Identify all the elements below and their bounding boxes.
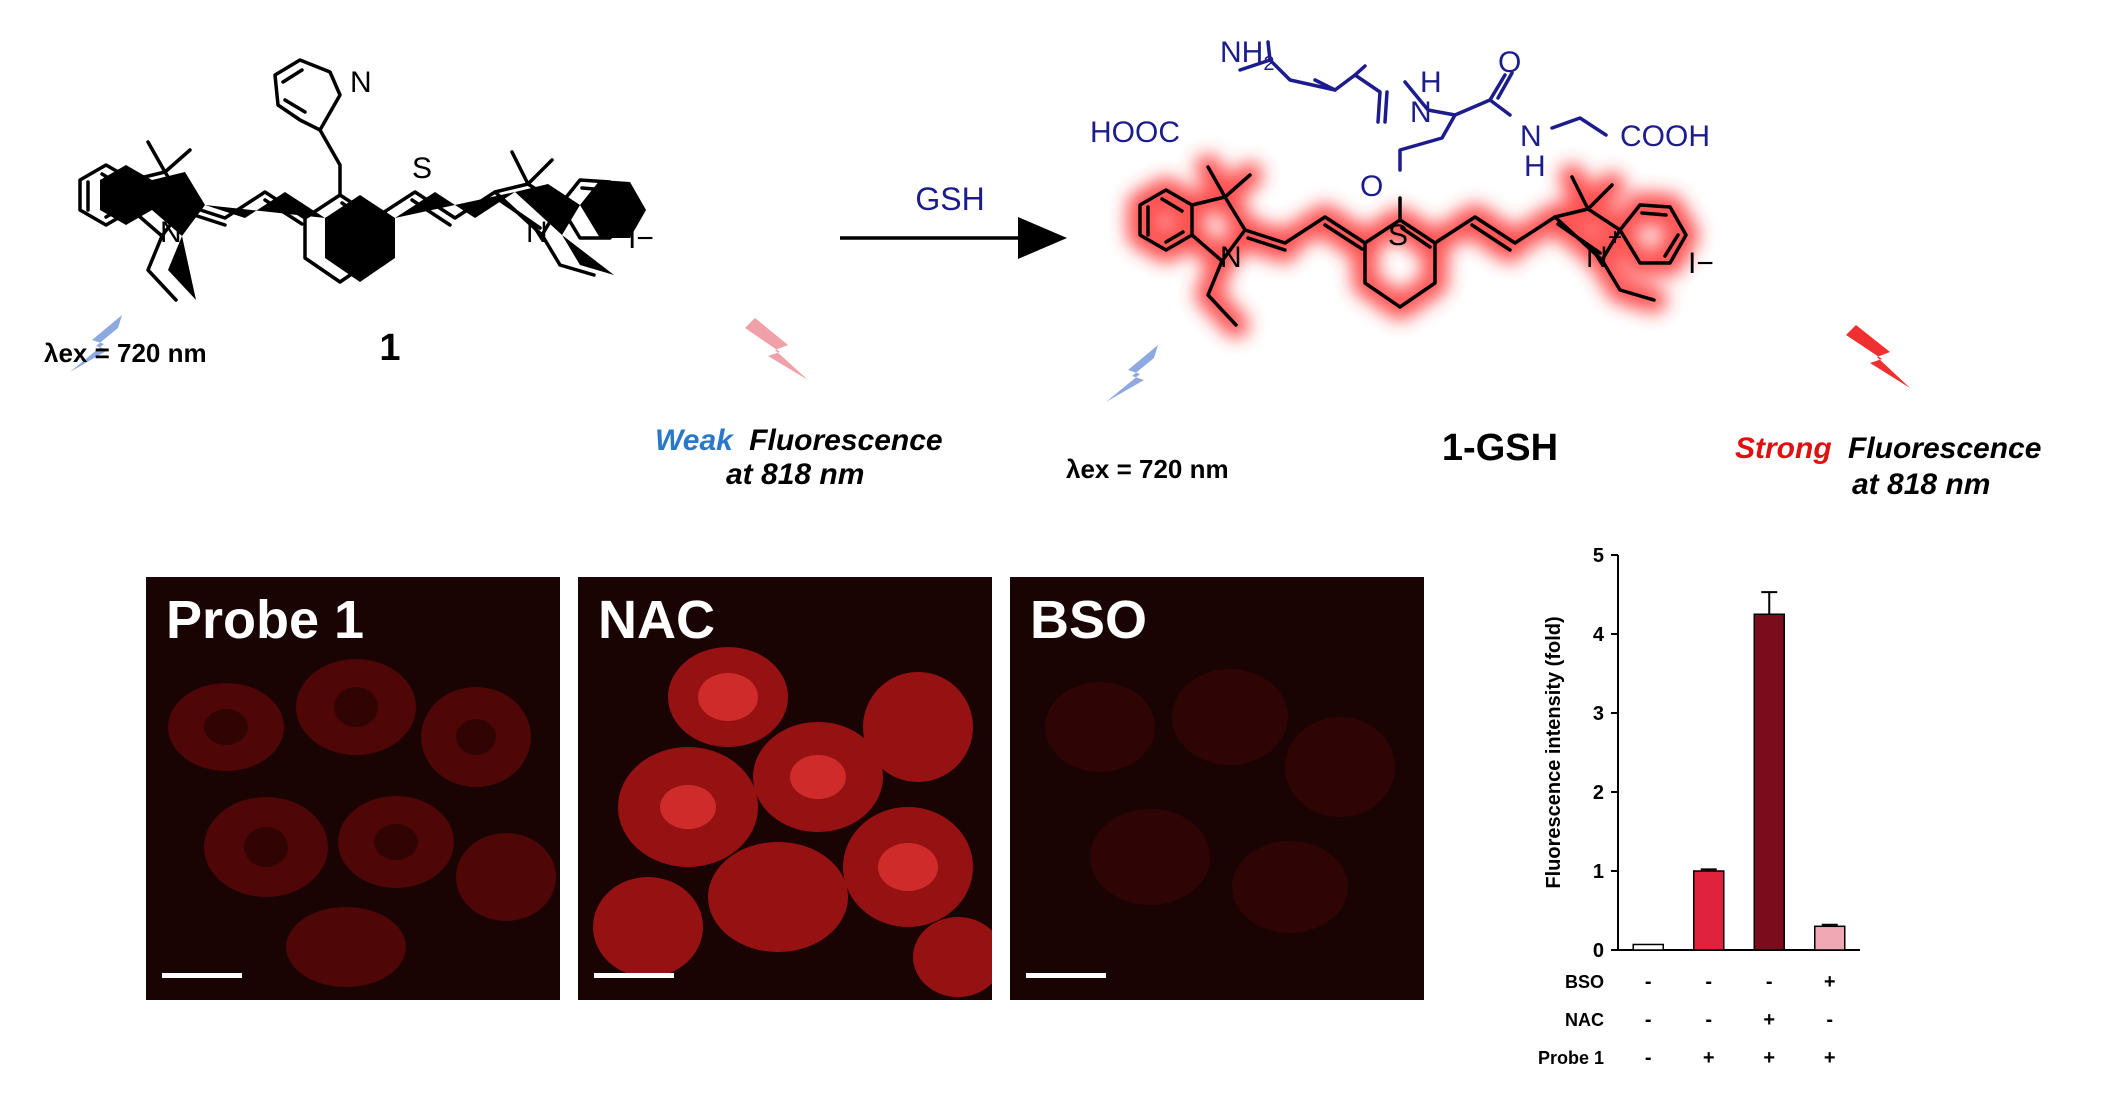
y-tick-label: 0 bbox=[1593, 940, 1604, 962]
condition-sign: - bbox=[1705, 971, 1712, 993]
y-axis-label: Fluorescence intensity (fold) bbox=[1543, 616, 1565, 888]
condition-sign: - bbox=[1645, 1009, 1652, 1031]
charge-plus-product: + bbox=[1608, 224, 1622, 251]
cells-probe-1 bbox=[168, 659, 556, 987]
atom-s: S bbox=[412, 152, 432, 185]
strong-word: Strong bbox=[1735, 432, 1832, 465]
condition-label: BSO bbox=[1565, 972, 1604, 992]
scale-bar bbox=[162, 973, 242, 978]
counterion-iodide-right: I− bbox=[1688, 247, 1714, 280]
atom-n-right-product: N bbox=[1586, 241, 1608, 274]
atom-n-left: N bbox=[160, 216, 182, 249]
image-panel-nac: NAC bbox=[578, 577, 992, 1000]
excitation-label-left: λex = 720 nm bbox=[44, 338, 207, 368]
condition-sign: - bbox=[1766, 971, 1773, 993]
panel-label-probe-1: Probe 1 bbox=[166, 590, 365, 650]
panel-label-nac: NAC bbox=[598, 590, 715, 650]
atom-o-amide-2: O bbox=[1498, 46, 1521, 79]
y-tick-label: 1 bbox=[1593, 861, 1604, 883]
image-panel-bso: BSO bbox=[1010, 577, 1424, 1000]
atom-n-pyridine: N bbox=[350, 66, 372, 99]
atom-hooc: HOOC bbox=[1090, 116, 1180, 149]
excitation-bolt-right-icon bbox=[1106, 345, 1158, 402]
atom-n-amide-2: N bbox=[1520, 120, 1542, 153]
glutathione-moiety bbox=[1238, 40, 1608, 172]
atom-h-amide-1: H bbox=[1420, 66, 1442, 99]
y-tick-label: 4 bbox=[1593, 624, 1605, 646]
bar bbox=[1814, 925, 1846, 951]
image-panel-probe-1: Probe 1 bbox=[146, 577, 560, 1000]
fluorescence-word-left: Fluorescence bbox=[749, 424, 942, 457]
compound-1-gsh-structure bbox=[1138, 165, 1688, 327]
compound-1-gsh-label: 1-GSH bbox=[1442, 427, 1558, 469]
atom-o-amide-1: O bbox=[1360, 170, 1383, 203]
condition-label: Probe 1 bbox=[1538, 1048, 1604, 1068]
compound-1-structure bbox=[78, 58, 628, 302]
emission-bolt-strong-icon bbox=[1846, 325, 1910, 388]
condition-sign: + bbox=[1703, 1047, 1715, 1069]
condition-sign: + bbox=[1824, 971, 1836, 993]
condition-label: NAC bbox=[1565, 1010, 1604, 1030]
atom-h-amide-2: H bbox=[1524, 150, 1546, 183]
scale-bar bbox=[594, 973, 674, 978]
y-tick-label: 2 bbox=[1593, 782, 1604, 804]
compound-1-label: 1 bbox=[379, 327, 400, 369]
emission-bolt-weak-icon bbox=[745, 318, 808, 380]
y-tick-label: 3 bbox=[1593, 703, 1604, 725]
condition-sign: + bbox=[1763, 1009, 1775, 1031]
condition-sign: - bbox=[1705, 1009, 1712, 1031]
condition-sign: - bbox=[1645, 971, 1652, 993]
condition-sign: - bbox=[1826, 1009, 1833, 1031]
strong-emission-wavelength: at 818 nm bbox=[1852, 468, 1990, 501]
charge-plus: + bbox=[548, 199, 562, 226]
cells-nac bbox=[593, 647, 992, 997]
bar bbox=[1753, 613, 1785, 951]
reaction-scheme: N N + S N I− 1 λex = 720 nm Weak Fluores… bbox=[44, 36, 2041, 501]
bar bbox=[1632, 943, 1664, 951]
atom-s-product: S bbox=[1388, 219, 1408, 252]
weak-word: Weak bbox=[655, 424, 734, 457]
cells-bso bbox=[1045, 669, 1395, 933]
y-tick-label: 5 bbox=[1593, 545, 1604, 567]
counterion-iodide-left: I− bbox=[628, 222, 654, 255]
scale-bar bbox=[1026, 973, 1106, 978]
weak-emission-wavelength: at 818 nm bbox=[726, 458, 864, 491]
atom-n-left-product: N bbox=[1220, 241, 1242, 274]
panel-label-bso: BSO bbox=[1030, 590, 1148, 650]
strong-fluorescence-line1: Strong Fluorescence bbox=[1735, 432, 2041, 465]
fluorescence-word-right: Fluorescence bbox=[1848, 432, 2041, 465]
excitation-bolt-left-icon bbox=[70, 315, 122, 372]
excitation-label-right: λex = 720 nm bbox=[1066, 454, 1229, 484]
condition-sign: + bbox=[1824, 1047, 1836, 1069]
atom-n-amide-1: N bbox=[1410, 96, 1432, 129]
reagent-label: GSH bbox=[915, 181, 984, 217]
weak-fluorescence-line1: Weak Fluorescence bbox=[655, 424, 943, 457]
condition-sign: - bbox=[1645, 1047, 1652, 1069]
condition-sign: + bbox=[1763, 1047, 1775, 1069]
atom-cooh: COOH bbox=[1620, 120, 1710, 153]
atom-n-right: N bbox=[526, 216, 548, 249]
bar bbox=[1693, 870, 1725, 951]
